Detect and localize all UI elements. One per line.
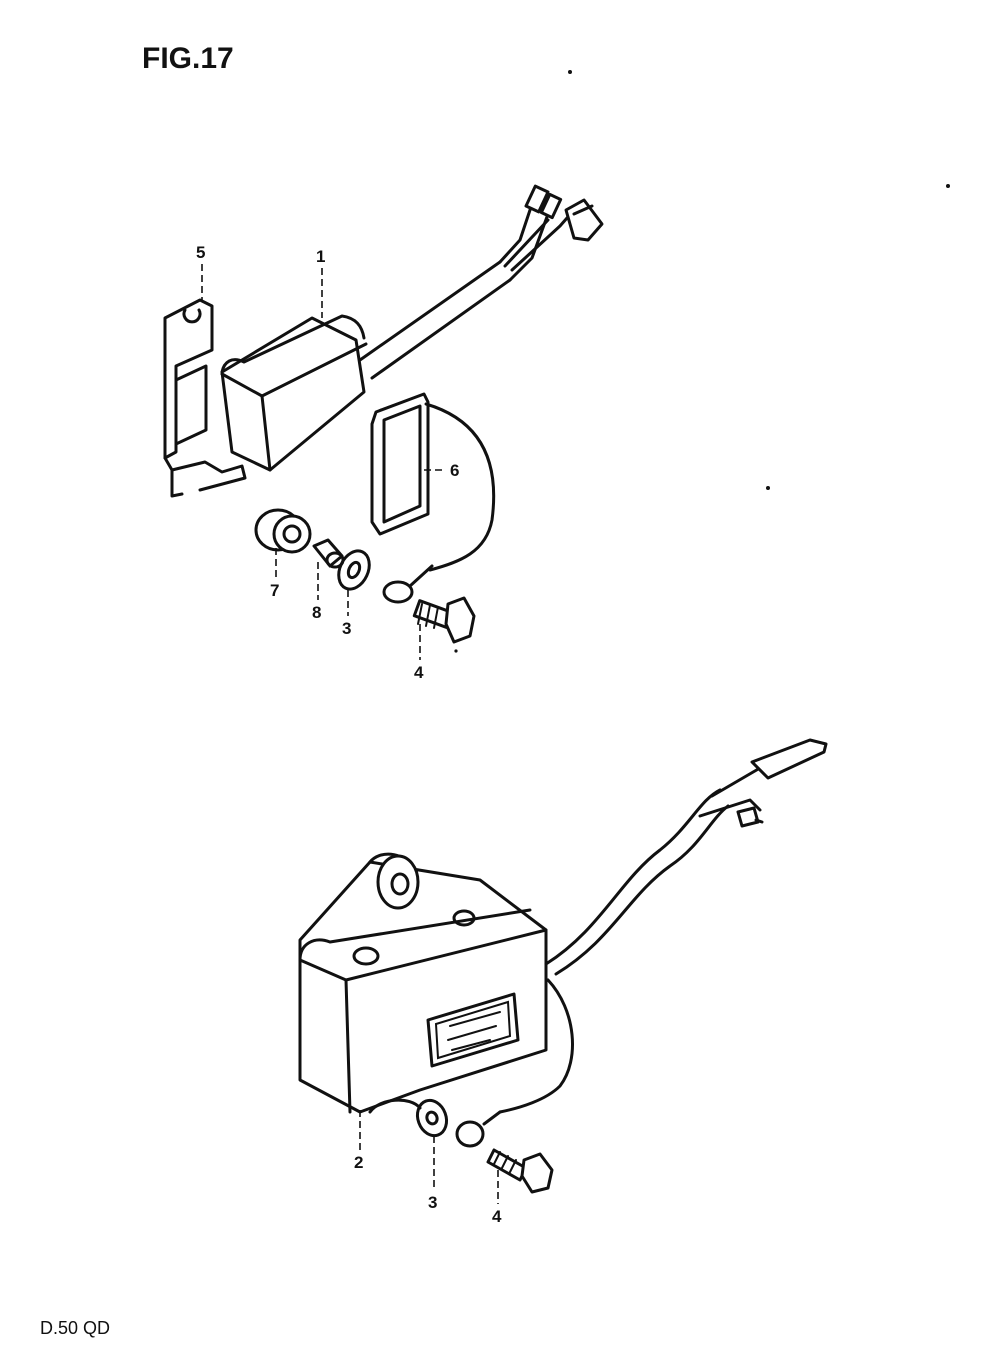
ring-terminal xyxy=(382,580,414,604)
callout-4b: 4 xyxy=(492,1207,502,1226)
spade-terminal xyxy=(539,192,563,220)
callout-2: 2 xyxy=(354,1153,363,1172)
ground-wire xyxy=(424,402,496,572)
bullet-connector xyxy=(564,198,604,242)
callout-1: 1 xyxy=(316,247,325,266)
part-1-harness xyxy=(358,184,604,380)
scan-dot xyxy=(568,70,572,74)
ring-terminal-lower xyxy=(455,1120,485,1148)
spade-terminal xyxy=(524,184,550,214)
ground-wire-end xyxy=(408,564,434,588)
tube-connector xyxy=(750,738,828,780)
ground-wire-lower xyxy=(498,978,574,1114)
part-4-bolt-upper xyxy=(412,596,476,644)
callout-3b: 3 xyxy=(428,1193,437,1212)
spade-terminal xyxy=(736,806,760,828)
part-1-ignition-unit xyxy=(220,314,368,472)
model-code: D.50 QD xyxy=(40,1318,110,1338)
part-2-harness xyxy=(544,738,828,976)
figure-title: FIG.17 xyxy=(142,42,234,75)
scan-dot xyxy=(454,649,458,653)
part-6-strap xyxy=(370,392,430,536)
callout-4a: 4 xyxy=(414,663,424,682)
callout-3a: 3 xyxy=(342,619,351,638)
part-7-grommet xyxy=(254,508,312,554)
scan-dot xyxy=(946,184,950,188)
callout-5: 5 xyxy=(196,243,205,262)
part-2-cdi-unit xyxy=(298,852,548,1114)
callout-8: 8 xyxy=(312,603,321,622)
part-3-washer-lower xyxy=(415,1098,449,1138)
scan-dot xyxy=(766,486,770,490)
callout-6: 6 xyxy=(450,461,459,480)
callout-7: 7 xyxy=(270,581,279,600)
part-3-washer-upper xyxy=(337,549,371,591)
ground-wire-lower-end xyxy=(482,1110,502,1126)
part-4-bolt-lower xyxy=(486,1148,554,1194)
